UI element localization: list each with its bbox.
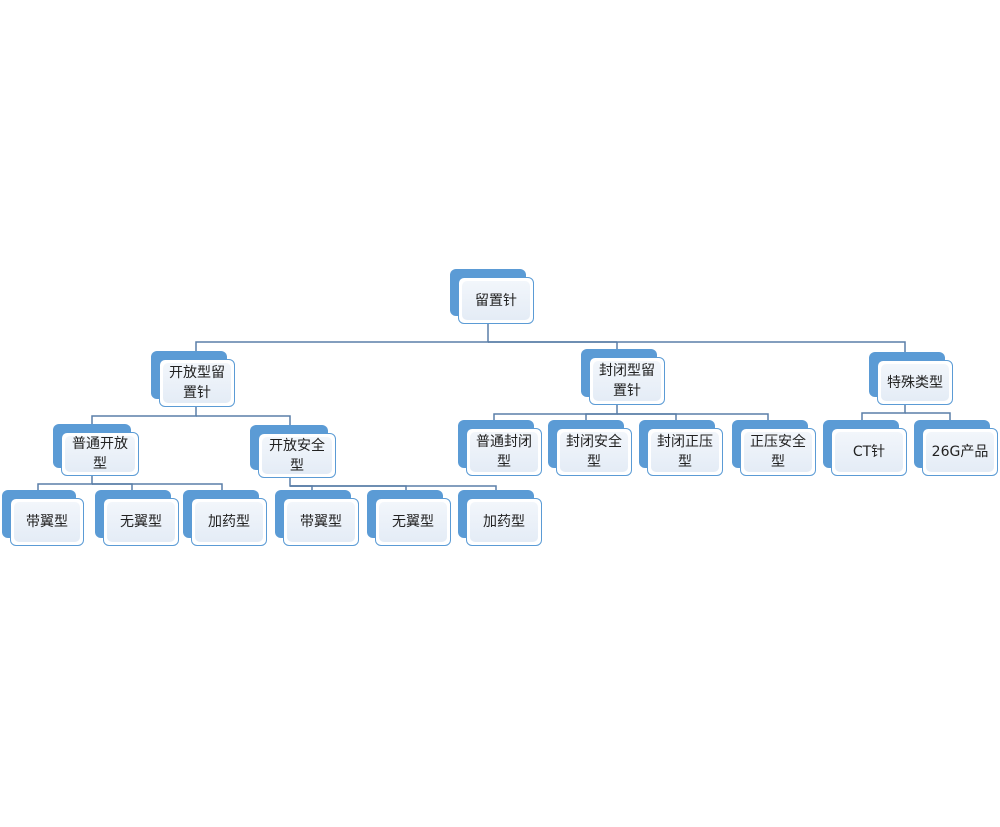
connector-normal-open-3 xyxy=(92,483,223,492)
node-26g-product-label: 26G产品 xyxy=(931,444,989,460)
node-normal-open-medicated-label: 加药型 xyxy=(208,514,250,530)
connector-closed-4 xyxy=(617,413,769,420)
connector-root-branch-3 xyxy=(488,341,906,352)
node-closed-positive: 封闭正压型 xyxy=(639,420,723,476)
node-open-type-label: 开放型留置针 xyxy=(169,365,225,401)
node-closed-type: 封闭型留置针 xyxy=(581,349,665,405)
node-open-safety-winged-label: 带翼型 xyxy=(300,514,342,530)
node-closed-safety-label: 封闭安全型 xyxy=(566,434,622,470)
node-normal-open-label: 普通开放型 xyxy=(72,436,128,472)
node-open-type: 开放型留置针 xyxy=(151,351,235,407)
node-normal-open-winged: 带翼型 xyxy=(2,490,84,546)
node-open-safety-wingless-label: 无翼型 xyxy=(392,514,434,530)
node-positive-safety-label: 正压安全型 xyxy=(750,434,806,470)
node-open-safety-medicated: 加药型 xyxy=(458,490,542,546)
node-normal-open-wingless: 无翼型 xyxy=(95,490,179,546)
node-normal-closed: 普通封闭型 xyxy=(458,420,542,476)
node-ct-needle-label: CT针 xyxy=(852,444,886,460)
connector-closed-2 xyxy=(585,413,617,420)
node-positive-safety: 正压安全型 xyxy=(732,420,816,476)
node-open-safety-winged: 带翼型 xyxy=(275,490,359,546)
node-open-safety-medicated-label: 加药型 xyxy=(483,514,525,530)
connector-closed-bus xyxy=(493,404,618,420)
node-root-label: 留置针 xyxy=(475,292,517,309)
node-closed-safety: 封闭安全型 xyxy=(548,420,632,476)
connector-special-2 xyxy=(905,412,951,420)
node-open-safety-wingless: 无翼型 xyxy=(367,490,451,546)
connector-normal-open-bus xyxy=(37,475,93,492)
connector-open-branch-2 xyxy=(196,415,291,426)
node-open-safety-label: 开放安全型 xyxy=(269,437,325,474)
node-special-type: 特殊类型 xyxy=(869,352,953,405)
node-normal-open-wingless-label: 无翼型 xyxy=(120,514,162,530)
node-normal-closed-label: 普通封闭型 xyxy=(476,434,532,470)
node-root: 留置针 xyxy=(450,269,534,324)
node-special-type-label: 特殊类型 xyxy=(887,374,943,391)
node-open-safety: 开放安全型 xyxy=(250,425,336,478)
node-closed-type-label: 封闭型留置针 xyxy=(599,363,655,399)
node-ct-needle: CT针 xyxy=(823,420,907,476)
node-closed-positive-label: 封闭正压型 xyxy=(657,434,713,470)
connector-root-bus xyxy=(195,323,489,352)
connector-open-bus xyxy=(91,405,197,426)
node-26g-product: 26G产品 xyxy=(914,420,998,476)
node-normal-open-winged-label: 带翼型 xyxy=(26,514,68,530)
connector-special-bus xyxy=(861,404,906,420)
node-normal-open-medicated: 加药型 xyxy=(183,490,267,546)
node-normal-open: 普通开放型 xyxy=(53,424,139,476)
